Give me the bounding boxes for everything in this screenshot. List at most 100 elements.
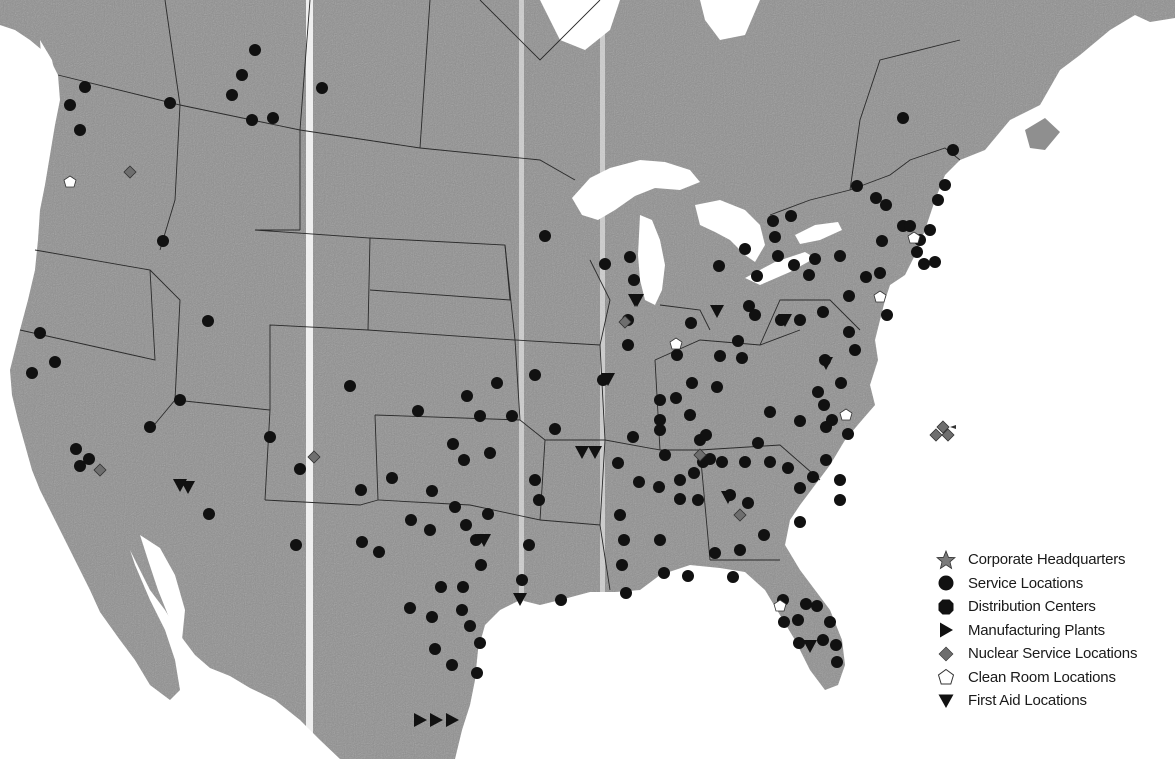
service-location-marker [794,482,806,494]
service-location-marker [549,423,561,435]
border-line [699,444,821,481]
gulf-of-california [140,535,185,640]
service-location-marker [249,44,261,56]
service-location-marker [290,539,302,551]
triangle-right-icon [934,620,958,640]
service-location-marker [807,471,819,483]
service-location-marker [811,600,823,612]
nuclear-service-location-marker [733,508,747,522]
hudson-strait-water [700,0,760,40]
service-location-marker [876,235,888,247]
clean-room-location-marker [669,337,683,350]
service-location-marker [835,377,847,389]
service-location-marker [622,339,634,351]
service-location-marker [685,317,697,329]
service-location-marker [682,570,694,582]
service-location-marker [386,472,398,484]
service-location-marker [654,534,666,546]
clean-room-location-marker [839,408,853,421]
service-location-marker [716,456,728,468]
service-location-marker [355,484,367,496]
manufacturing-plant-marker [430,713,443,727]
lake-michigan [638,215,665,305]
service-location-marker [947,144,959,156]
border-line [299,0,311,131]
legend-item-distribution: Distribution Centers [934,595,1174,619]
service-location-marker [529,369,541,381]
nuclear-service-location-marker [618,315,632,329]
service-location-marker [785,210,797,222]
service-location-marker [616,559,628,571]
diamond-icon [934,644,958,664]
border-line [599,524,611,591]
service-location-marker [164,97,176,109]
border-line [759,299,861,346]
service-location-marker [458,454,470,466]
service-location-marker [751,270,763,282]
manufacturing-plant-marker [414,713,427,727]
service-location-marker [344,380,356,392]
service-location-marker [743,300,755,312]
service-location-marker [714,350,726,362]
service-location-marker [792,614,804,626]
service-location-marker [831,656,843,668]
service-location-marker [144,421,156,433]
service-location-marker [246,114,258,126]
service-location-marker [461,390,473,402]
service-location-marker [686,377,698,389]
legend-label: First Aid Locations [968,692,1087,710]
service-location-marker [670,392,682,404]
service-location-marker [824,616,836,628]
nuclear-service-location-marker [307,450,321,464]
legend-item-firstaid: First Aid Locations [934,689,1174,713]
border-line [539,439,606,526]
legend-item-headquarters: Corporate Headquarters [934,548,1174,572]
first-aid-location-marker [181,481,195,494]
first-aid-location-marker [575,446,589,459]
service-location-marker [709,547,721,559]
first-aid-location-marker [778,314,792,327]
service-location-marker [612,457,624,469]
service-location-marker [628,274,640,286]
nuclear-service-location-marker [936,420,950,434]
service-location-marker [460,519,472,531]
service-location-marker [83,453,95,465]
border-line [19,249,156,361]
service-location-marker [523,539,535,551]
border-line [659,304,711,331]
legend-item-nuclear: Nuclear Service Locations [934,642,1174,666]
service-location-marker [64,99,76,111]
service-location-marker [758,529,770,541]
service-location-marker [924,224,936,236]
legend-item-manufacturing: Manufacturing Plants [934,619,1174,643]
border-line [374,414,546,521]
service-location-marker [688,467,700,479]
service-location-marker [713,260,725,272]
service-location-marker [658,567,670,579]
service-location-marker [826,414,838,426]
service-location-marker [764,456,776,468]
service-location-marker [671,349,683,361]
first-aid-location-marker [628,294,642,307]
first-aid-location-marker [803,640,817,653]
service-location-marker [654,414,666,426]
service-location-marker [203,508,215,520]
service-location-marker [426,485,438,497]
service-location-marker [880,199,892,211]
clean-room-location-marker [773,599,787,612]
service-location-marker [618,534,630,546]
us-canada-border [57,74,576,181]
service-location-marker [49,356,61,368]
first-aid-location-marker [588,446,602,459]
service-location-marker [918,258,930,270]
service-location-marker [897,112,909,124]
service-location-marker [70,443,82,455]
service-location-marker [74,124,86,136]
service-location-marker [742,497,754,509]
markers-layer [26,44,959,727]
service-location-marker [627,431,639,443]
service-location-marker [820,454,832,466]
lake-ontario [795,222,842,244]
service-location-marker [405,514,417,526]
